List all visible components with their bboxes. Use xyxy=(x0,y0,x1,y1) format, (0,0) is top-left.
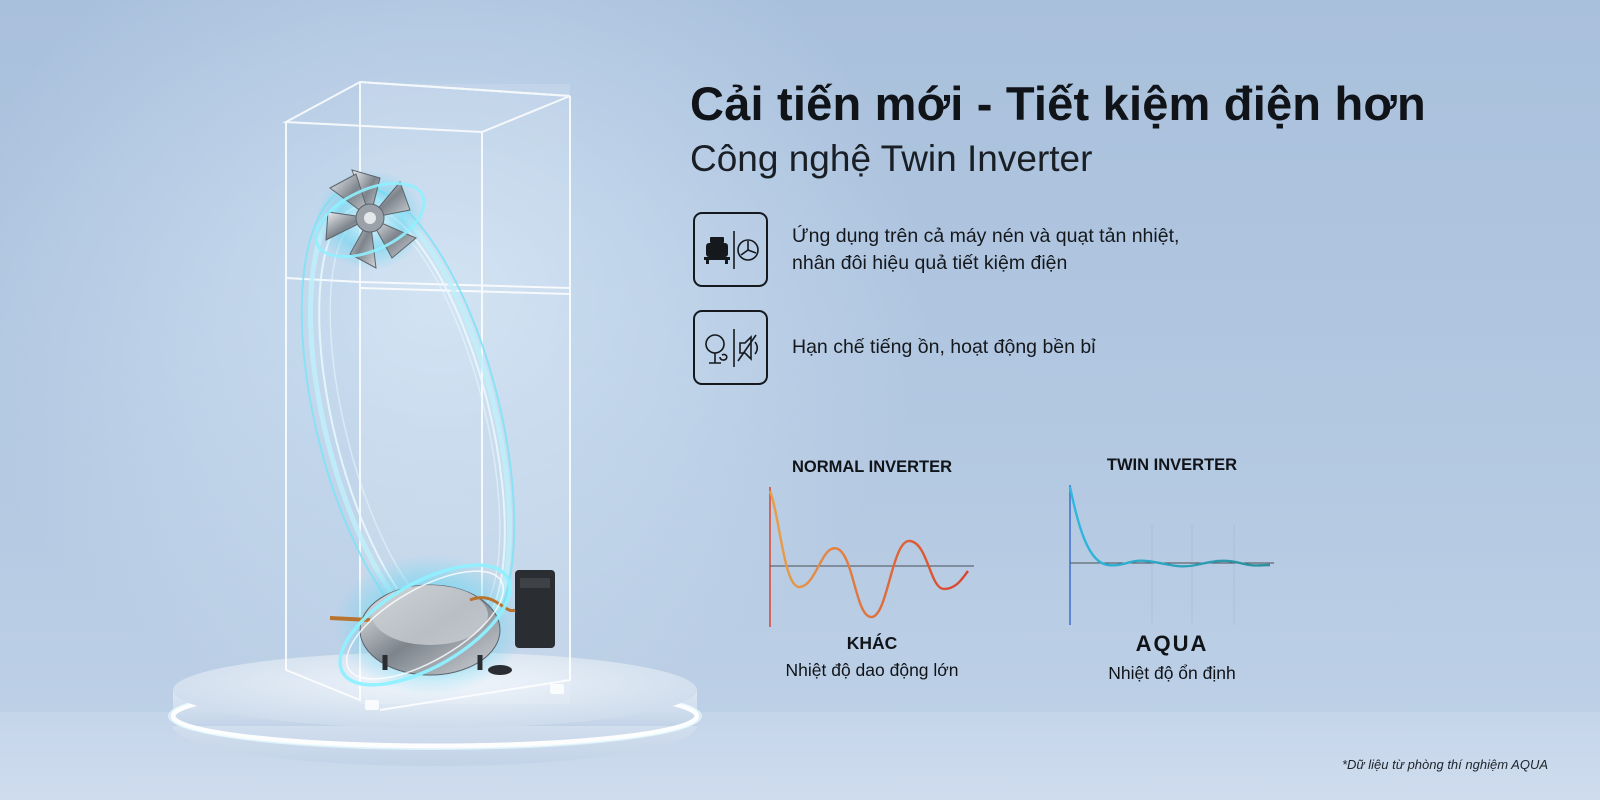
feature-line: Ứng dụng trên cả máy nén và quạt tản nhi… xyxy=(792,224,1180,247)
normal-inverter-title: NORMAL INVERTER xyxy=(791,458,953,476)
quiet-durable-icon xyxy=(693,310,768,385)
twin-inverter-chart: TWIN INVERTER AQUA Nhiệt độ ổn định xyxy=(1062,456,1282,684)
feature-compressor-fan-text: Ứng dụng trên cả máy nén và quạt tản nhi… xyxy=(792,223,1232,277)
feature-quiet-durable: Hạn chế tiếng ồn, hoạt động bền bỉ xyxy=(693,310,1232,385)
feature-line: Hạn chế tiếng ồn, hoạt động bền bỉ xyxy=(792,336,1096,358)
refrigerator-illustration xyxy=(160,70,720,790)
normal-inverter-chart: NORMAL INVERTER KHÁC Nhiệt độ dao động l… xyxy=(762,458,982,681)
normal-inverter-graph xyxy=(768,487,977,627)
footnote: *Dữ liệu từ phòng thí nghiệm AQUA xyxy=(1341,757,1548,772)
normal-inverter-caption: Nhiệt độ dao động lớn xyxy=(785,660,959,680)
normal-inverter-brand: KHÁC xyxy=(846,633,898,653)
compressor-fan-icon xyxy=(693,212,768,287)
feature-line: nhân đôi hiệu quả tiết kiệm điện xyxy=(792,251,1068,274)
twin-inverter-caption: Nhiệt độ ổn định xyxy=(1108,663,1236,683)
feature-quiet-durable-text: Hạn chế tiếng ồn, hoạt động bền bỉ xyxy=(792,334,1232,361)
headline-subtitle: Công nghệ Twin Inverter xyxy=(690,138,1093,179)
headline-title: Cải tiến mới - Tiết kiệm điện hơn xyxy=(690,77,1426,130)
aqua-logo: AQUA xyxy=(1135,631,1209,656)
twin-inverter-title: TWIN INVERTER xyxy=(1106,456,1238,474)
feature-compressor-fan: Ứng dụng trên cả máy nén và quạt tản nhi… xyxy=(693,212,1232,287)
twin-inverter-graph xyxy=(1068,485,1277,625)
